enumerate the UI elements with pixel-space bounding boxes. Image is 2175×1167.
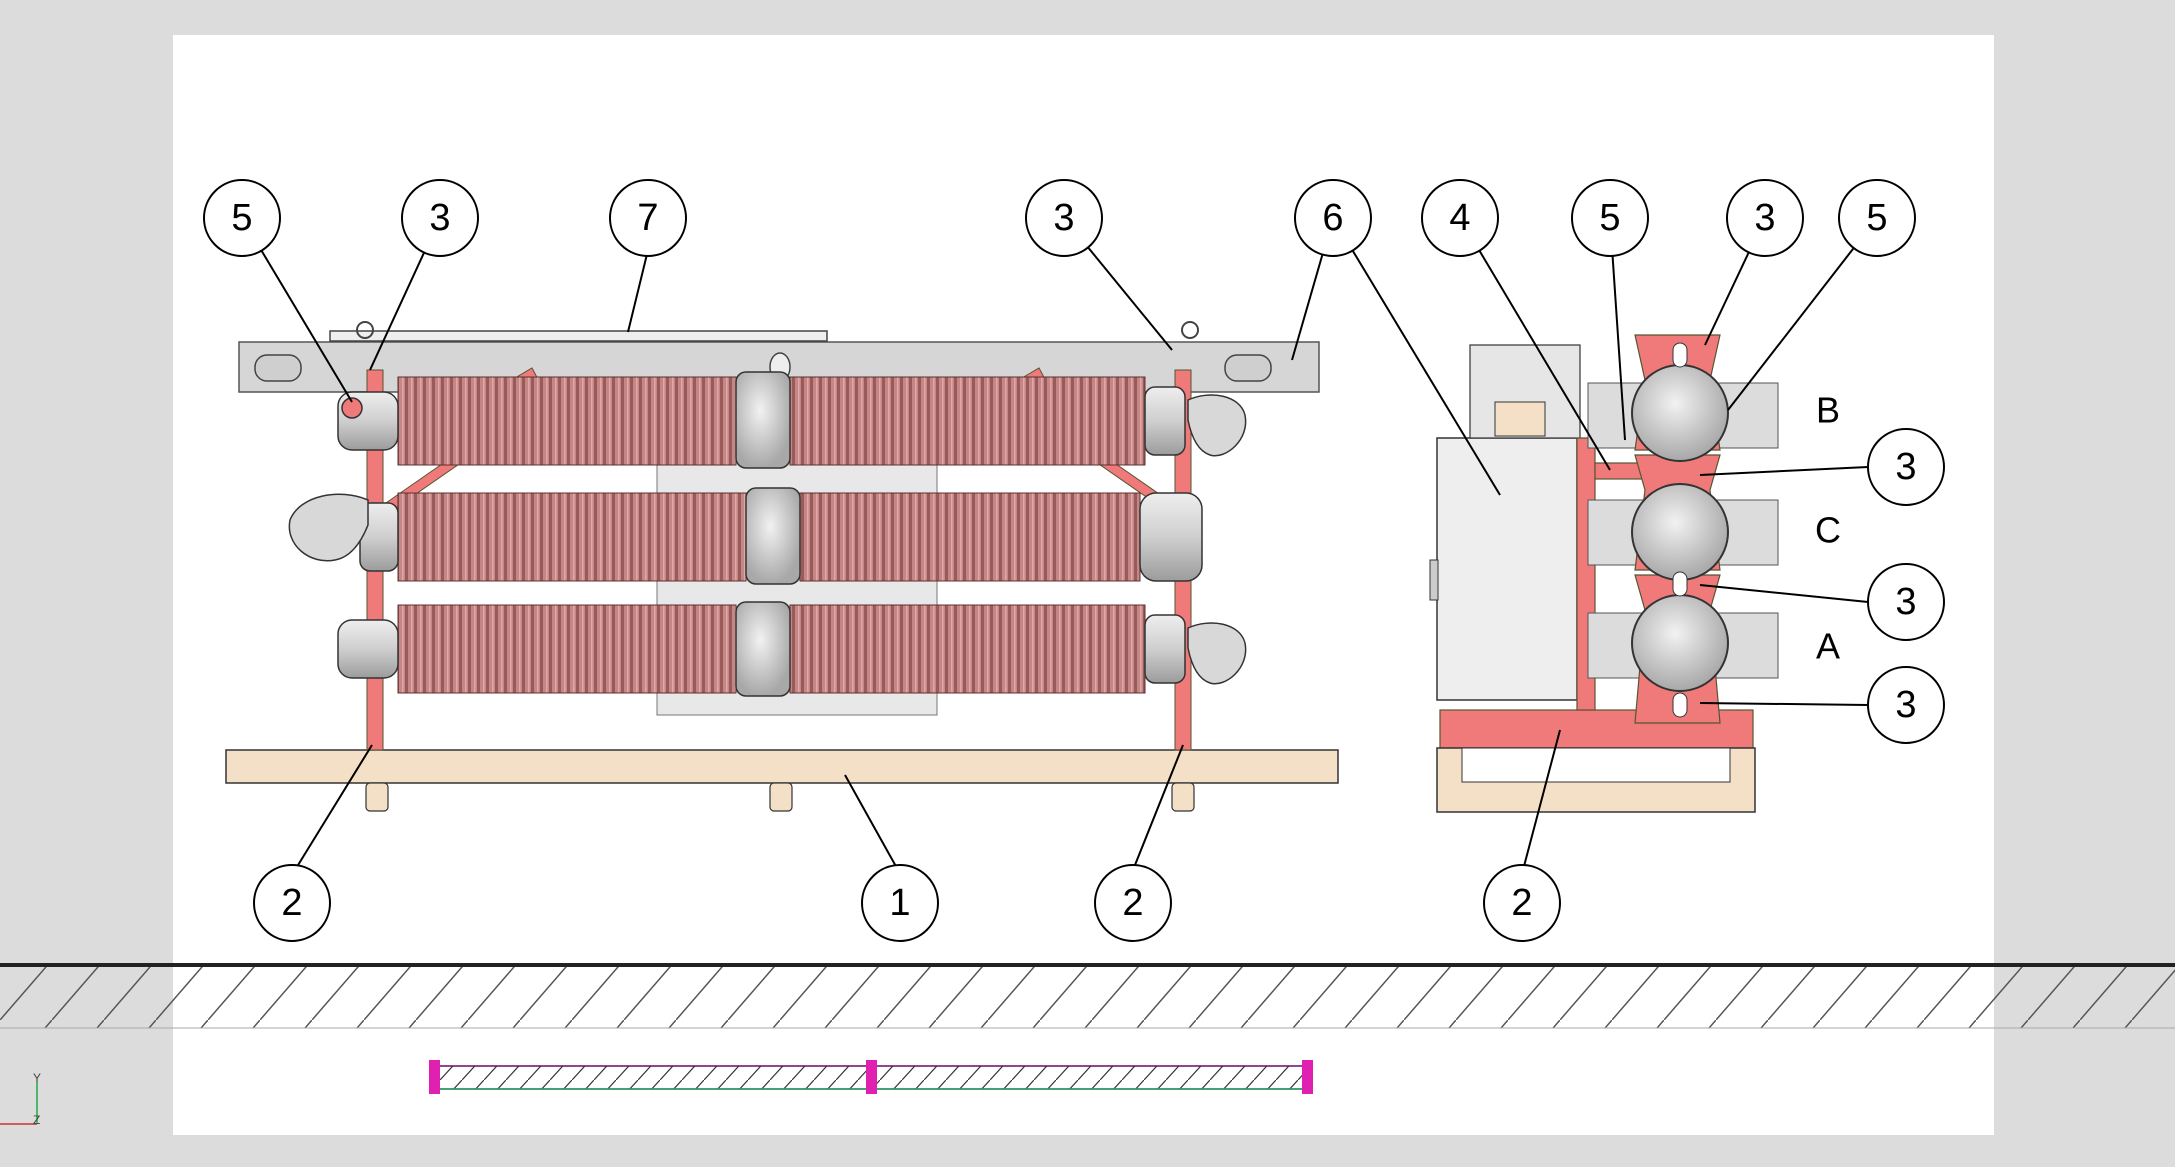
callout-6[interactable]: 6 xyxy=(1294,179,1372,257)
callout-1[interactable]: 1 xyxy=(861,864,939,942)
svg-text:6: 6 xyxy=(1322,197,1343,239)
callout-5[interactable]: 5 xyxy=(203,179,281,257)
callout-3[interactable]: 3 xyxy=(1867,666,1945,744)
phase-label-c: C xyxy=(1815,510,1841,551)
insulator-row-middle xyxy=(288,487,1203,585)
side-view xyxy=(1429,334,1779,813)
svg-text:5: 5 xyxy=(1866,197,1887,239)
svg-text:7: 7 xyxy=(637,197,658,239)
callout-2[interactable]: 2 xyxy=(1483,864,1561,942)
insulator-row-bottom xyxy=(337,601,1247,697)
front-view xyxy=(225,321,1339,812)
phase-label-b: B xyxy=(1816,390,1840,431)
callout-5[interactable]: 5 xyxy=(1571,179,1649,257)
svg-text:3: 3 xyxy=(1895,581,1916,623)
phase-label-a: A xyxy=(1816,626,1840,667)
svg-text:2: 2 xyxy=(281,882,302,924)
svg-text:3: 3 xyxy=(1895,684,1916,726)
wooden-skid xyxy=(225,749,1339,784)
phase-a-end xyxy=(1631,594,1729,692)
insulator-row-top xyxy=(337,371,1247,469)
callout-7[interactable]: 7 xyxy=(609,179,687,257)
grip-handle-right[interactable] xyxy=(1302,1060,1313,1094)
svg-text:1: 1 xyxy=(889,882,910,924)
callout-5[interactable]: 5 xyxy=(1838,179,1916,257)
svg-text:5: 5 xyxy=(1599,197,1620,239)
svg-text:3: 3 xyxy=(1754,197,1775,239)
callout-3[interactable]: 3 xyxy=(1867,563,1945,641)
callout-2[interactable]: 2 xyxy=(1094,864,1172,942)
grip-handle-middle[interactable] xyxy=(866,1060,877,1094)
grip-handle-left[interactable] xyxy=(429,1060,440,1094)
axis-label-z: Z xyxy=(33,1113,40,1127)
callout-3[interactable]: 3 xyxy=(1867,428,1945,506)
svg-text:2: 2 xyxy=(1511,882,1532,924)
svg-text:3: 3 xyxy=(1895,446,1916,488)
callout-3[interactable]: 3 xyxy=(401,179,479,257)
callouts: 5 3 7 3 6 4 5 3 5 3 3 3 2 1 2 2 xyxy=(203,179,1945,942)
svg-text:5: 5 xyxy=(231,197,252,239)
svg-text:3: 3 xyxy=(429,197,450,239)
selected-element[interactable] xyxy=(429,1060,1313,1094)
ground-section xyxy=(0,963,2175,1029)
svg-text:4: 4 xyxy=(1449,197,1470,239)
phase-b-end xyxy=(1631,364,1729,462)
callout-3[interactable]: 3 xyxy=(1726,179,1804,257)
lifting-rail xyxy=(329,330,828,342)
callout-2[interactable]: 2 xyxy=(253,864,331,942)
svg-text:2: 2 xyxy=(1122,882,1143,924)
phase-c-end xyxy=(1631,483,1729,581)
callout-3[interactable]: 3 xyxy=(1025,179,1103,257)
svg-text:3: 3 xyxy=(1053,197,1074,239)
axis-label-y: Y xyxy=(33,1071,41,1085)
axis-triad: Y Z xyxy=(0,1071,41,1127)
control-cabinet xyxy=(1436,437,1578,701)
callout-4[interactable]: 4 xyxy=(1421,179,1499,257)
leader-lines xyxy=(241,217,1878,871)
